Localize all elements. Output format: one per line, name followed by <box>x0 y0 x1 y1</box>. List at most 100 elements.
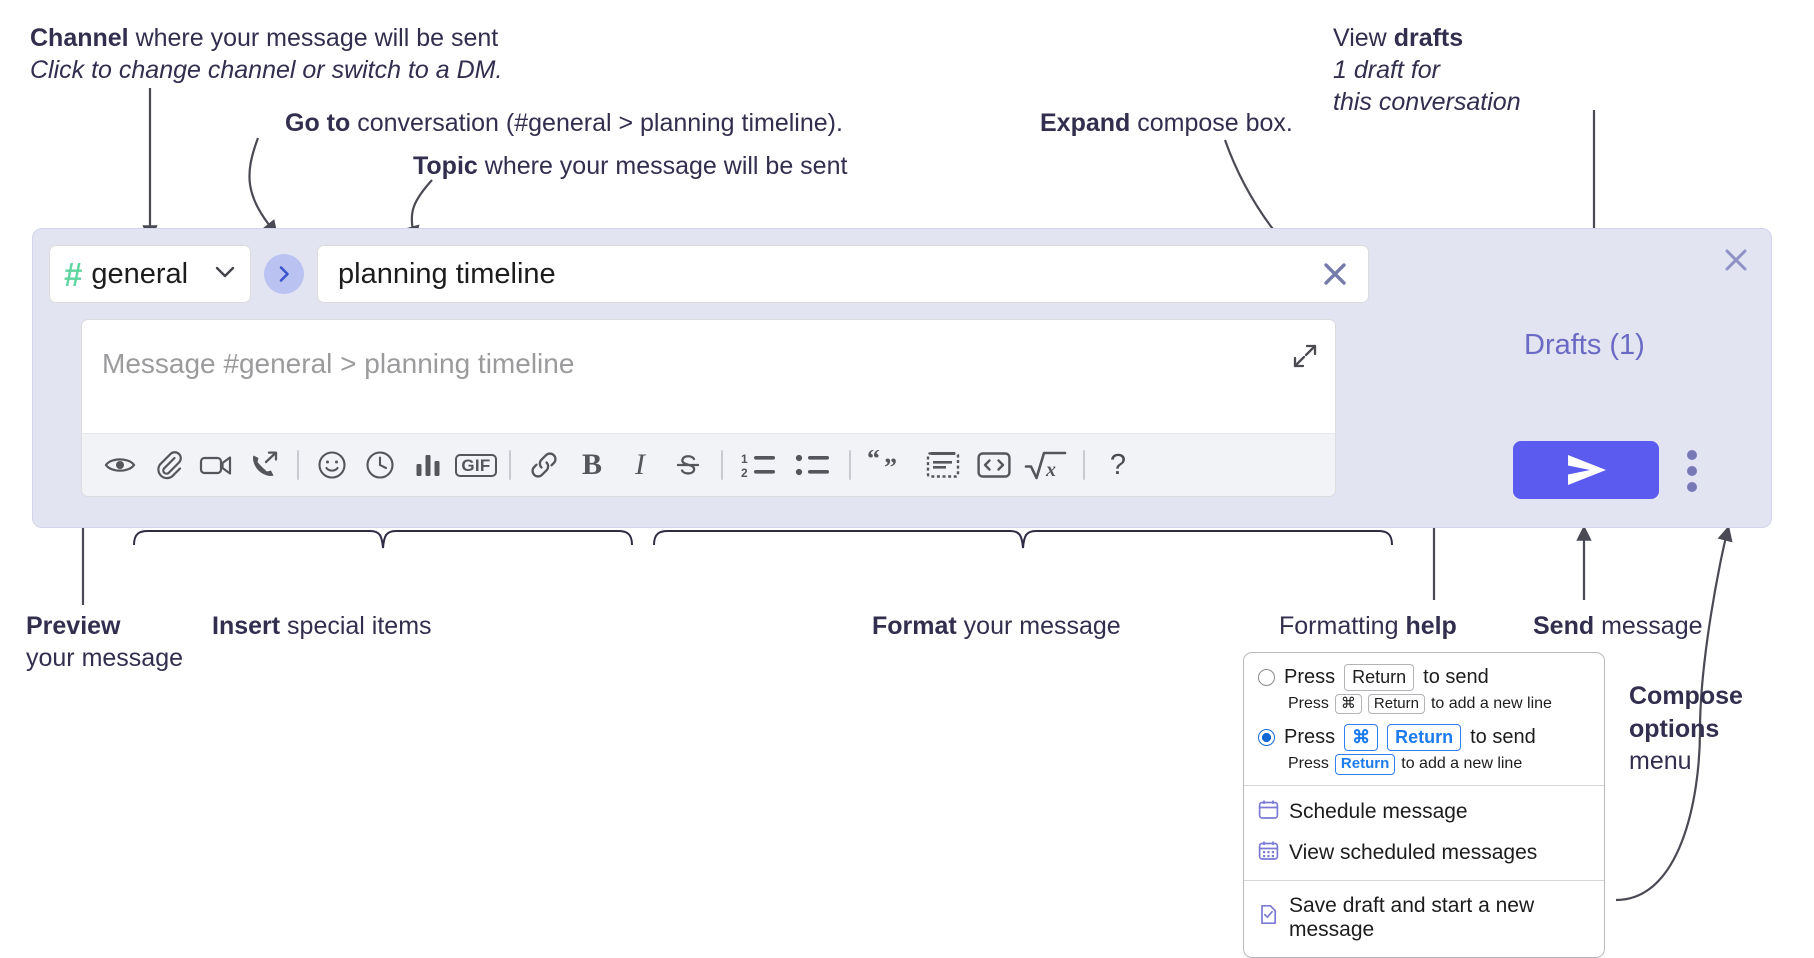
bold-label: B <box>581 448 602 481</box>
option-cmd-pre: Press <box>1284 726 1336 748</box>
annotation-format: Format your message <box>872 610 1121 642</box>
key-return: Return <box>1344 664 1415 691</box>
annotation-channel: Channel where your message will be sent … <box>30 22 502 86</box>
italic-icon[interactable]: I <box>616 441 664 489</box>
channel-selector[interactable]: # general <box>49 245 251 303</box>
ordered-list-icon[interactable]: 1 2 <box>732 441 786 489</box>
poll-bar-chart-icon[interactable] <box>404 441 452 489</box>
annotation-drafts-pre: View <box>1333 24 1394 52</box>
code-icon[interactable] <box>970 441 1018 489</box>
annotation-channel-rest: where your message will be sent <box>128 24 499 52</box>
annotation-format-bold: Format <box>872 612 957 640</box>
send-shortcut-options: Press Return to send Press ⌘ Return to a… <box>1244 653 1604 785</box>
send-button[interactable] <box>1513 441 1659 499</box>
svg-text:x: x <box>1045 459 1056 481</box>
option-cmd-hint: Press Return to add a new line <box>1244 752 1604 777</box>
expand-icon[interactable] <box>1291 342 1319 375</box>
menu-divider <box>1244 879 1604 881</box>
save-draft-icon <box>1258 904 1279 931</box>
key-return: Return <box>1334 753 1396 775</box>
channel-name: general <box>91 257 189 290</box>
option-press-cmd-return[interactable]: Press ⌘ Return to send <box>1244 723 1604 752</box>
blockquote-icon[interactable]: “ ” <box>860 441 916 489</box>
radio-cmd-return[interactable] <box>1258 729 1275 746</box>
annotation-help-pre: Formatting <box>1279 612 1406 640</box>
close-icon[interactable] <box>1318 257 1352 291</box>
svg-text:“: “ <box>867 450 880 473</box>
annotation-insert-bold: Insert <box>212 612 281 640</box>
go-to-conversation-button[interactable] <box>264 254 304 294</box>
compose-box: # general planning timeline Message #gen… <box>32 228 1772 528</box>
annotation-drafts-bold: drafts <box>1393 24 1464 52</box>
annotation-goto-bold: Go to <box>285 109 351 137</box>
key-command: ⌘ <box>1344 724 1379 751</box>
video-camera-icon[interactable] <box>192 441 240 489</box>
menu-item-schedule-message[interactable]: Schedule message <box>1244 792 1604 833</box>
paper-plane-icon <box>1568 455 1606 485</box>
option-return-pre: Press <box>1284 665 1336 688</box>
menu-item-label: View scheduled messages <box>1289 841 1538 864</box>
annotation-channel-bold: Channel <box>30 24 129 52</box>
kebab-dot <box>1687 466 1697 476</box>
message-placeholder: Message #general > planning timeline <box>102 348 575 379</box>
compose-header-row: # general planning timeline <box>49 245 1369 303</box>
annotation-compose-options: Compose options menu <box>1629 680 1743 778</box>
topic-input[interactable]: planning timeline <box>317 245 1369 303</box>
topic-value: planning timeline <box>338 257 556 290</box>
option-press-return[interactable]: Press Return to send <box>1244 663 1604 692</box>
annotation-topic-rest: where your message will be sent <box>477 152 848 180</box>
annotation-compose-options-line1: Compose <box>1629 682 1743 710</box>
calendar-schedule-icon <box>1258 799 1279 826</box>
calendar-grid-icon <box>1258 840 1279 867</box>
gif-label: GIF <box>455 453 497 477</box>
kebab-menu-icon[interactable] <box>1677 449 1707 493</box>
preview-icon[interactable] <box>96 441 144 489</box>
annotation-drafts: View drafts 1 draft for this conversatio… <box>1333 22 1521 118</box>
annotation-compose-options-line3: menu <box>1629 747 1692 775</box>
link-icon[interactable] <box>520 441 568 489</box>
gif-icon[interactable]: GIF <box>452 441 500 489</box>
clock-icon[interactable] <box>356 441 404 489</box>
close-icon[interactable] <box>1719 243 1753 277</box>
attachment-icon[interactable] <box>144 441 192 489</box>
emoji-icon[interactable] <box>308 441 356 489</box>
menu-item-view-scheduled-messages[interactable]: View scheduled messages <box>1244 833 1604 874</box>
annotation-goto: Go to conversation (#general > planning … <box>285 107 843 139</box>
strikethrough-icon[interactable] <box>664 441 712 489</box>
option-return-sub-post: to add a new line <box>1430 694 1552 712</box>
toolbar-divider <box>849 450 851 480</box>
key-command: ⌘ <box>1334 693 1362 715</box>
annotation-preview-bold: Preview <box>26 612 121 640</box>
key-return: Return <box>1387 724 1462 751</box>
compose-options-menu: Press Return to send Press ⌘ Return to a… <box>1243 652 1605 958</box>
bulleted-list-icon[interactable] <box>786 441 840 489</box>
phone-forward-icon[interactable] <box>240 441 288 489</box>
help-icon[interactable]: ? <box>1094 441 1142 489</box>
svg-text:”: ” <box>884 453 897 480</box>
option-cmd-post: to send <box>1470 726 1536 748</box>
toolbar-divider <box>1083 450 1085 480</box>
toolbar-divider <box>509 450 511 480</box>
menu-item-save-draft[interactable]: Save draft and start a new message <box>1244 887 1604 949</box>
annotation-format-rest: your message <box>956 612 1121 640</box>
bold-icon[interactable]: B <box>568 441 616 489</box>
message-input[interactable]: Message #general > planning timeline <box>81 319 1336 433</box>
svg-text:1: 1 <box>741 452 748 466</box>
code-block-icon[interactable] <box>916 441 970 489</box>
annotation-send: Send message <box>1533 610 1703 642</box>
annotation-insert-rest: special items <box>280 612 432 640</box>
key-return: Return <box>1367 693 1425 715</box>
annotation-goto-rest: conversation (#general > planning timeli… <box>350 109 843 137</box>
drafts-link[interactable]: Drafts (1) <box>1524 329 1645 361</box>
annotation-channel-italic: Click to change channel or switch to a D… <box>30 56 503 84</box>
annotation-topic: Topic where your message will be sent <box>413 150 847 182</box>
math-sqrt-icon[interactable]: x <box>1018 441 1074 489</box>
annotation-drafts-line2: 1 draft for <box>1333 56 1440 84</box>
menu-item-label: Save draft and start a new message <box>1289 893 1535 941</box>
radio-return[interactable] <box>1258 668 1275 686</box>
option-return-hint: Press ⌘ Return to add a new line <box>1244 692 1604 717</box>
annotation-help: Formatting help <box>1279 610 1457 642</box>
annotation-insert: Insert special items <box>212 610 432 642</box>
hash-icon: # <box>64 255 83 293</box>
annotation-expand: Expand compose box. <box>1040 107 1293 139</box>
